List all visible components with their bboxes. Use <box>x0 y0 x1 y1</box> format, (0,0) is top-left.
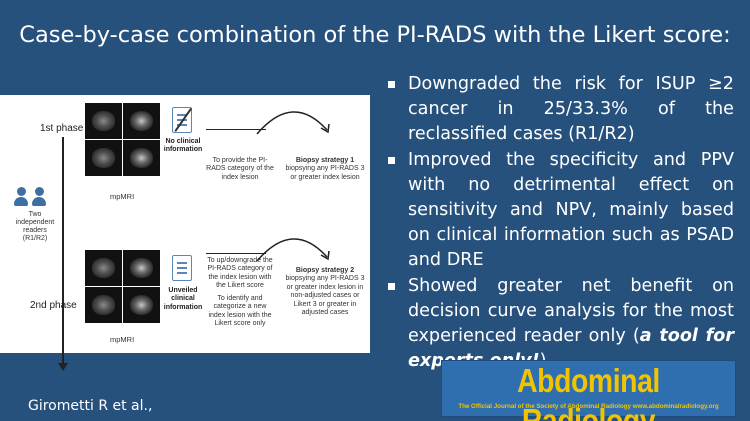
mri-image <box>85 103 122 139</box>
mri-image <box>123 140 160 176</box>
reader-icon <box>14 187 28 206</box>
bullet-text: Downgraded the risk for ISUP ≥2 cancer i… <box>408 74 734 145</box>
square-bullet-icon <box>388 81 395 88</box>
no-clinical-label: No clinical information <box>163 138 203 154</box>
bullet-item: Improved the specificity and PPV with no… <box>386 148 734 274</box>
phase1-task: To provide the PI-RADS category of the i… <box>206 157 274 181</box>
curved-arrow-icon <box>256 111 330 135</box>
document-crossed-icon <box>172 107 192 133</box>
journal-name: Abdominal Radiology <box>517 362 660 421</box>
timeline-arrow <box>58 137 68 371</box>
strategy2: Biopsy strategy 2 biopsying any PI-RADS … <box>282 267 368 317</box>
strategy2-title: Biopsy strategy 2 <box>295 267 355 274</box>
square-bullet-icon <box>388 156 395 164</box>
citation: Girometti R et al., <box>28 398 153 414</box>
mpmri-label: mpMRI <box>110 192 135 201</box>
mpmri-label: mpMRI <box>110 335 135 344</box>
unveiled-clinical-label: Unveiled clinical information <box>163 287 203 311</box>
phase2-label: 2nd phase <box>30 300 77 311</box>
curved-arrow-icon <box>256 238 330 262</box>
strategy1-title: Biopsy strategy 1 <box>295 157 355 164</box>
bullet-text: Improved the specificity and PPV with no… <box>408 149 734 271</box>
strategy1: Biopsy strategy 1 biopsying any PI-RADS … <box>282 157 368 182</box>
phase1-label: 1st phase <box>40 123 84 134</box>
phase2-task-a: To up/downgrade the PI-RADS category of … <box>207 257 273 290</box>
journal-logo: Abdominal Radiology The Official Journal… <box>441 360 736 421</box>
bullet-text: Showed greater net benefit on decision c… <box>408 275 734 347</box>
readers-text: Two independent readers (R1/R2) <box>15 211 55 243</box>
mri-image <box>85 250 122 286</box>
bullet-item: Downgraded the risk for ISUP ≥2 cancer i… <box>386 72 734 148</box>
phase2-task-b: To identify and categorize a new index l… <box>208 295 272 328</box>
findings-list: Downgraded the risk for ISUP ≥2 cancer i… <box>386 72 734 374</box>
connector-line <box>206 253 266 254</box>
mri-image <box>85 140 122 176</box>
slide-title: Case-by-case combination of the PI-RADS … <box>19 22 731 48</box>
square-bullet-icon <box>388 282 395 290</box>
study-design-figure: 1st phase 2nd phase Two independent read… <box>0 95 370 371</box>
strategy2-text: biopsying any PI-RADS 3 or greater index… <box>285 275 365 316</box>
strategy1-text: biopsying any PI-RADS 3 or greater index… <box>285 165 365 181</box>
mri-image <box>85 287 122 323</box>
mri-image <box>123 250 160 286</box>
mri-image <box>123 103 160 139</box>
reader-icon <box>32 187 46 206</box>
connector-line <box>206 129 266 130</box>
mri-image <box>123 287 160 323</box>
journal-subtitle: The Official Journal of the Society of A… <box>458 403 719 410</box>
document-icon <box>172 255 192 281</box>
